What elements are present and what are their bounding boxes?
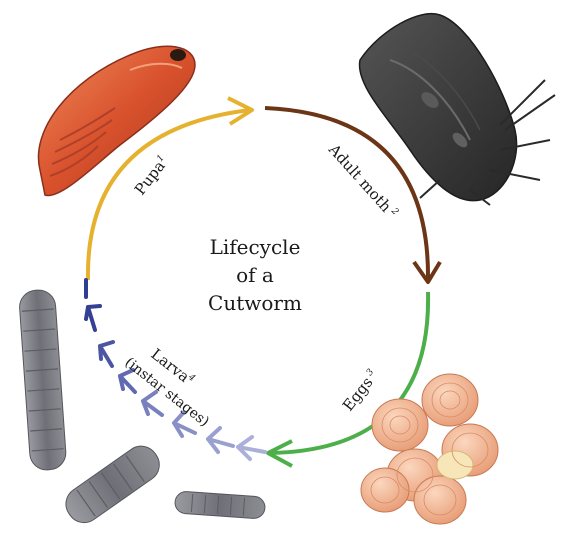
larva-large — [18, 289, 66, 471]
larva-arrow-7 — [86, 306, 100, 330]
center-title-line-2: of a — [236, 263, 274, 287]
adult-moth-label: Adult moth2 — [324, 140, 401, 222]
larva-medium — [59, 440, 166, 530]
larva-arrow-6 — [100, 342, 113, 366]
larva-arrow-2 — [208, 428, 233, 452]
larva-small — [174, 491, 265, 519]
center-title-line-3: Cutworm — [208, 291, 302, 315]
pupa-label: Pupa1 — [131, 153, 172, 199]
eggs-illustration — [361, 374, 498, 524]
eggs-label: Eggs3 — [339, 366, 382, 414]
moth-illustration — [360, 14, 555, 205]
center-title-line-1: Lifecycle — [210, 235, 301, 259]
larva-illustrations — [18, 289, 265, 529]
larva-arrow-1 — [238, 437, 265, 459]
